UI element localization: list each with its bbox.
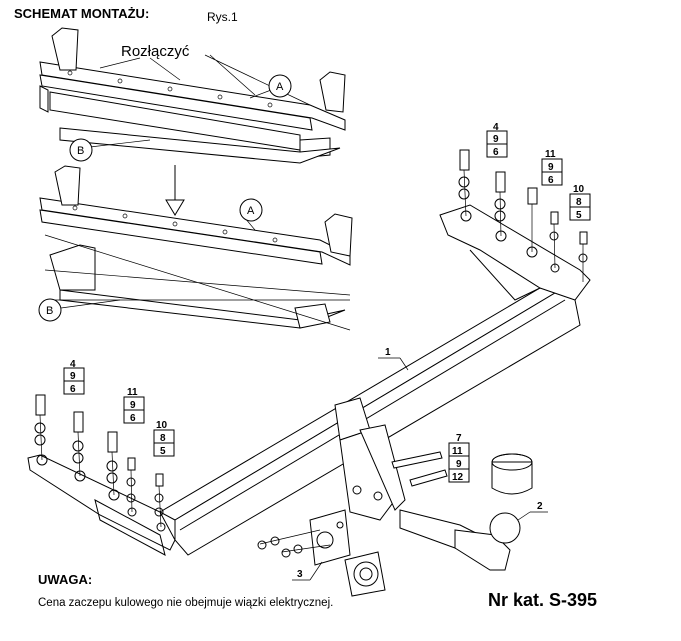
callout-a2-marker (239, 198, 263, 222)
ball-stack-3: 9 (456, 459, 462, 470)
left-label-stack-a: 4 9 6 (63, 359, 85, 395)
ball-stack-2: 11 (452, 446, 463, 457)
left-label-stack-c: 10 8 5 (153, 420, 175, 457)
socket-plate-icon (309, 509, 351, 566)
note-title: UWAGA: (38, 572, 93, 587)
ball-cap-icon (491, 453, 533, 495)
left-stack-a-3: 6 (70, 384, 76, 395)
callout-a2-label: A (247, 205, 255, 217)
right-label-stack-a: 4 9 6 (486, 122, 508, 158)
svg-text:3: 3 (297, 569, 303, 580)
page-title: SCHEMAT MONTAŻU: (14, 6, 150, 21)
electrical-socket-icon (344, 551, 386, 597)
left-stack-a-1: 4 (70, 359, 76, 370)
callout-a-label: A (276, 81, 284, 93)
ball-label-stack: 7 11 9 12 (448, 433, 470, 483)
callout-b2-marker (38, 298, 62, 322)
part-3-callout: 3 (292, 561, 323, 581)
svg-text:1: 1 (385, 347, 391, 358)
right-stack-c-2: 8 (576, 197, 582, 208)
left-stack-b-2: 9 (130, 400, 136, 411)
right-stack-a-3: 6 (493, 147, 499, 158)
left-stack-c-3: 5 (160, 446, 166, 457)
bumper-lower-assembly (39, 165, 353, 331)
left-stack-b-1: 11 (127, 387, 138, 398)
left-label-stack-b: 11 9 6 (123, 387, 145, 424)
callout-b-label: B (77, 145, 84, 157)
right-label-stack-b: 11 9 6 (541, 149, 563, 186)
tow-bar-crossbeam (27, 204, 591, 571)
ball-stack-1: 7 (456, 433, 462, 444)
left-bolt-set-icon (34, 394, 166, 532)
right-stack-c-3: 5 (576, 210, 582, 221)
right-stack-a-1: 4 (493, 122, 499, 133)
right-label-stack-c: 10 8 5 (569, 184, 591, 221)
ball-bolts-icon (391, 451, 448, 487)
right-stack-c-1: 10 (573, 184, 585, 195)
right-stack-b-1: 11 (545, 149, 556, 160)
left-stack-c-1: 10 (156, 420, 168, 431)
left-stack-c-2: 8 (160, 433, 166, 444)
figure-label: Rys.1 (207, 10, 238, 24)
svg-text:2: 2 (537, 501, 543, 512)
callout-b-marker (69, 138, 93, 162)
bumper-upper-assembly (39, 27, 346, 164)
left-stack-a-2: 9 (70, 371, 76, 382)
right-stack-b-3: 6 (548, 175, 554, 186)
right-bolt-set-icon (458, 149, 588, 282)
right-stack-a-2: 9 (493, 134, 499, 145)
disconnect-label: Rozłączyć (121, 43, 190, 60)
right-stack-b-2: 9 (548, 162, 554, 173)
part-2-callout: 2 (517, 501, 548, 521)
ball-stack-4: 12 (452, 472, 464, 483)
left-stack-b-3: 6 (130, 413, 136, 424)
arrow-down-icon (165, 165, 185, 216)
catalog-number: Nr kat. S-395 (488, 590, 598, 610)
callout-a-marker (268, 74, 292, 98)
part-1-callout: 1 (378, 347, 409, 371)
note-text: Cena zaczepu kulowego nie obejmuje wiązk… (38, 597, 334, 609)
callout-b2-label: B (46, 305, 53, 317)
washer-nut-set-icon (257, 529, 331, 558)
